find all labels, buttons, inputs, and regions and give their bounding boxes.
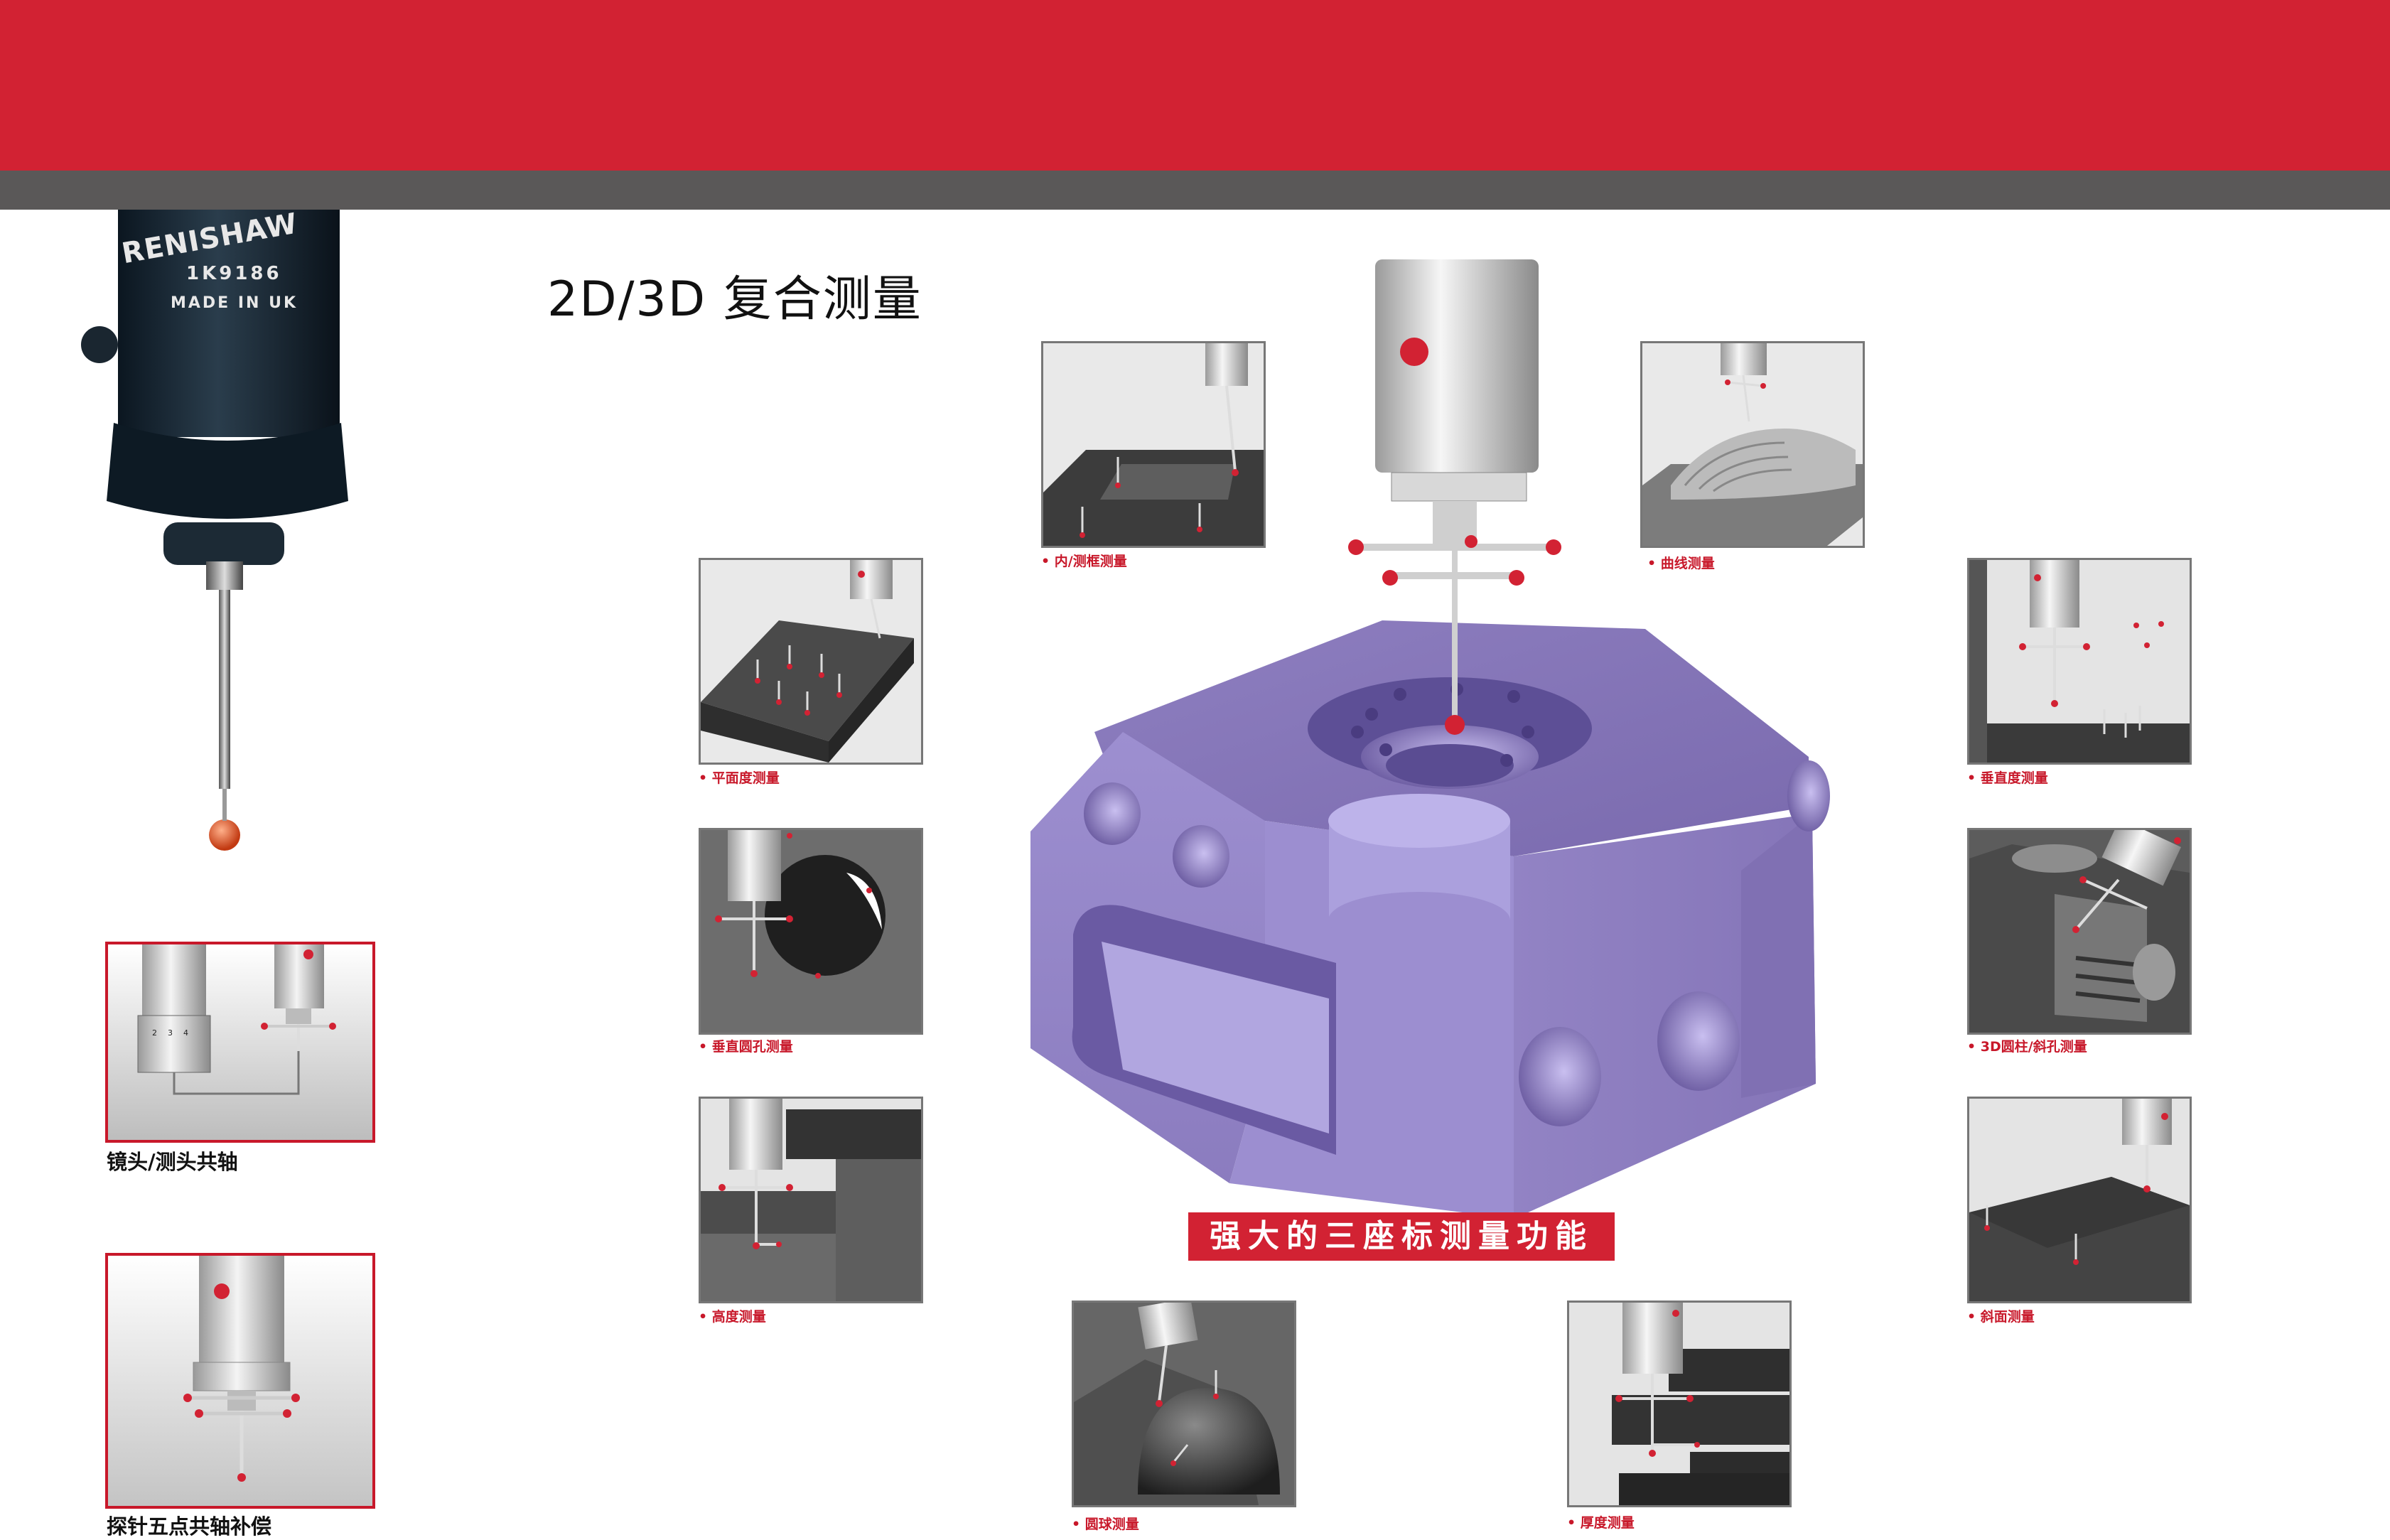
panel-slope: [1967, 1097, 2192, 1303]
dial-mark-2: 2: [152, 1028, 157, 1038]
probe-origin: MADE IN UK: [171, 294, 298, 312]
lens-probe-coaxial-caption: 镜头/测头共轴: [107, 1150, 238, 1174]
panel-sphere: [1072, 1301, 1296, 1507]
renishaw-probe-image: [81, 210, 348, 851]
panel-curve: [1640, 341, 1865, 548]
caption-perpendicularity: 垂直度测量: [1967, 768, 2048, 787]
panel-cylinder-3d: [1967, 828, 2192, 1035]
feature-banner: 强大的三座标测量功能: [1188, 1212, 1615, 1261]
caption-sphere: 圆球测量: [1072, 1514, 1139, 1533]
stylus-compensation-caption: 探针五点共轴补偿: [107, 1514, 272, 1539]
dial-mark-3: 3: [168, 1028, 173, 1038]
panel-flatness: [699, 558, 923, 765]
stylus-compensation-panel: [105, 1253, 375, 1509]
caption-flatness: 平面度测量: [699, 768, 780, 787]
caption-height: 高度测量: [699, 1306, 766, 1325]
probe-model: 1K9186: [186, 263, 282, 284]
top-red-band: [0, 0, 2390, 171]
panel-inner-frame: [1041, 341, 1266, 548]
caption-curve: 曲线测量: [1647, 553, 1715, 572]
top-grey-band: [0, 171, 2390, 210]
panel-height: [699, 1097, 923, 1303]
caption-inner-frame: 内/测框测量: [1041, 551, 1127, 570]
caption-cylinder-3d: 3D圆柱/斜孔测量: [1967, 1036, 2087, 1055]
panel-perpendicularity: [1967, 558, 2192, 765]
page-title: 2D/3D 复合测量: [547, 271, 922, 328]
workpiece-3d-illustration: [1030, 259, 1830, 1219]
caption-vertical-hole: 垂直圆孔测量: [699, 1036, 793, 1055]
panel-vertical-hole: [699, 828, 923, 1035]
caption-slope: 斜面测量: [1967, 1306, 2035, 1325]
dial-mark-4: 4: [183, 1028, 188, 1038]
caption-thickness: 厚度测量: [1567, 1512, 1635, 1531]
lens-probe-coaxial-panel: 2 3 4: [105, 942, 375, 1143]
panel-thickness: [1567, 1301, 1792, 1507]
